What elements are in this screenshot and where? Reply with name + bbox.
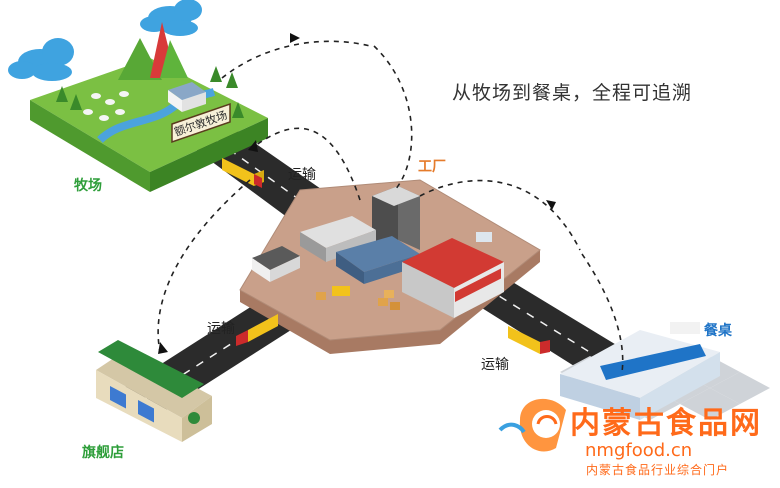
- ranch-icon: 额尔敦牧场: [30, 22, 268, 192]
- store-icon: [96, 340, 212, 442]
- headline: 从牧场到餐桌，全程可追溯: [452, 82, 693, 104]
- watermark-subtitle: 内蒙古食品行业综合门户: [586, 463, 730, 477]
- truck-icon: [222, 158, 264, 188]
- factory-icon: [239, 179, 541, 354]
- cloud-icon: [140, 0, 202, 36]
- restaurant-icon: [560, 322, 770, 420]
- transport-label: 运输: [288, 167, 316, 183]
- table-label: 餐桌: [704, 323, 732, 339]
- watermark-logo-icon: [498, 398, 566, 452]
- watermark-title: 内蒙古食品网: [570, 406, 762, 441]
- factory-label: 工厂: [418, 159, 446, 175]
- transport-label: 运输: [207, 321, 235, 337]
- cloud-icon: [8, 38, 74, 81]
- store-label: 旗舰店: [82, 445, 124, 461]
- truck-icon: [236, 314, 278, 346]
- truck-icon: [508, 326, 550, 354]
- ranch-label: 牧场: [74, 178, 102, 194]
- arrowhead-icon: [158, 33, 556, 354]
- flow-arrows: [157, 40, 624, 373]
- transport-label: 运输: [481, 357, 509, 373]
- watermark-url: nmgfood.cn: [585, 440, 693, 461]
